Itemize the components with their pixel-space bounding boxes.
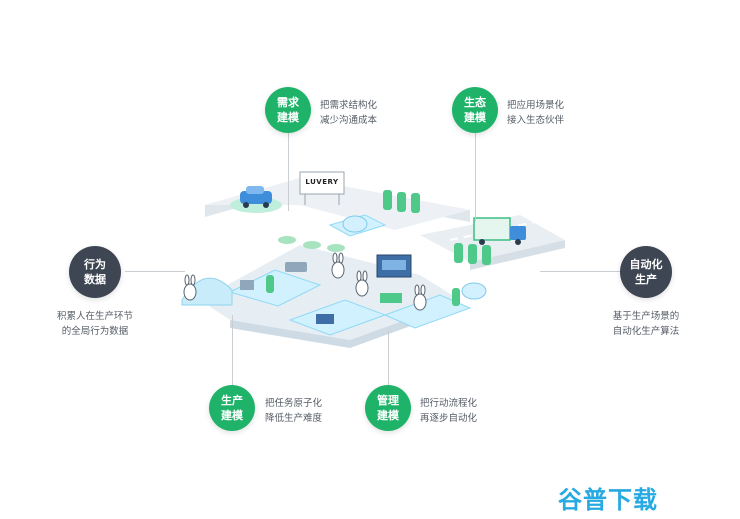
- truck-cargo: [473, 217, 511, 241]
- node-ecology-modeling[interactable]: 生态 建模: [452, 87, 498, 133]
- node-behavior-data[interactable]: 行为 数据: [69, 246, 121, 298]
- desc-production: 把任务原子化 降低生产难度: [265, 396, 322, 426]
- node-demand-modeling[interactable]: 需求 建模: [265, 87, 311, 133]
- right-road-edge: [470, 240, 565, 270]
- desc-behavior-line1: 积累人在生产环节: [56, 311, 133, 322]
- watermark-logo: 谷普下载: [558, 486, 658, 514]
- node-ecology-line1: 生态: [464, 96, 486, 109]
- bunny-mid: [355, 270, 369, 297]
- bunny-right: [413, 284, 427, 311]
- node-behavior-line2: 数据: [84, 273, 106, 286]
- desc-auto-line2: 自动化生产算法: [612, 326, 680, 337]
- road-platform-top: [205, 178, 470, 230]
- node-management-line2: 建模: [377, 409, 399, 422]
- desc-production-line1: 把任务原子化: [265, 398, 323, 409]
- desc-demand-line1: 把需求结构化: [320, 100, 378, 111]
- node-demand-line1: 需求: [277, 96, 299, 109]
- desc-ecology-line2: 接入生态伙伴: [507, 115, 565, 126]
- desc-auto: 基于生产场景的 自动化生产算法: [591, 309, 701, 339]
- zone-left: [228, 269, 322, 307]
- desc-behavior-line2: 的全局行为数据: [61, 326, 129, 337]
- node-auto-production[interactable]: 自动化 生产: [620, 246, 672, 298]
- desc-ecology: 把应用场景化 接入生态伙伴: [507, 98, 564, 128]
- node-ecology-line2: 建模: [464, 111, 486, 124]
- connector-behavior: [125, 271, 185, 272]
- node-production-line2: 建模: [221, 409, 243, 422]
- connector-management: [388, 330, 389, 385]
- node-auto-line2: 生产: [635, 273, 657, 286]
- desc-management-line1: 把行动流程化: [420, 398, 478, 409]
- bunny-left: [183, 274, 197, 301]
- signboard-text: LUVERY: [305, 178, 339, 186]
- node-behavior-line1: 行为: [84, 258, 106, 271]
- desc-management-line2: 再逐步自动化: [420, 413, 478, 424]
- node-demand-line2: 建模: [277, 111, 299, 124]
- desc-management: 把行动流程化 再逐步自动化: [420, 396, 477, 426]
- node-auto-line1: 自动化: [629, 258, 663, 271]
- desc-behavior: 积累人在生产环节 的全局行为数据: [40, 309, 150, 339]
- desc-production-line2: 降低生产难度: [265, 413, 323, 424]
- connector-ecology: [475, 131, 476, 221]
- connector-demand: [288, 131, 289, 211]
- signboard: [299, 171, 345, 195]
- connector-auto: [540, 271, 620, 272]
- desc-auto-line1: 基于生产场景的: [612, 311, 680, 322]
- node-production-line1: 生产: [221, 394, 243, 407]
- connector-production: [232, 315, 233, 385]
- main-floor-edge: [230, 300, 460, 348]
- node-management-line1: 管理: [377, 394, 399, 407]
- truck-cab: [510, 226, 526, 240]
- bunny-center: [331, 252, 345, 279]
- desc-ecology-line1: 把应用场景化: [507, 100, 565, 111]
- node-production-modeling[interactable]: 生产 建模: [209, 385, 255, 431]
- desc-demand-line2: 减少沟通成本: [320, 115, 378, 126]
- desc-demand: 把需求结构化 减少沟通成本: [320, 98, 377, 128]
- blue-car: [240, 191, 272, 204]
- node-management-modeling[interactable]: 管理 建模: [365, 385, 411, 431]
